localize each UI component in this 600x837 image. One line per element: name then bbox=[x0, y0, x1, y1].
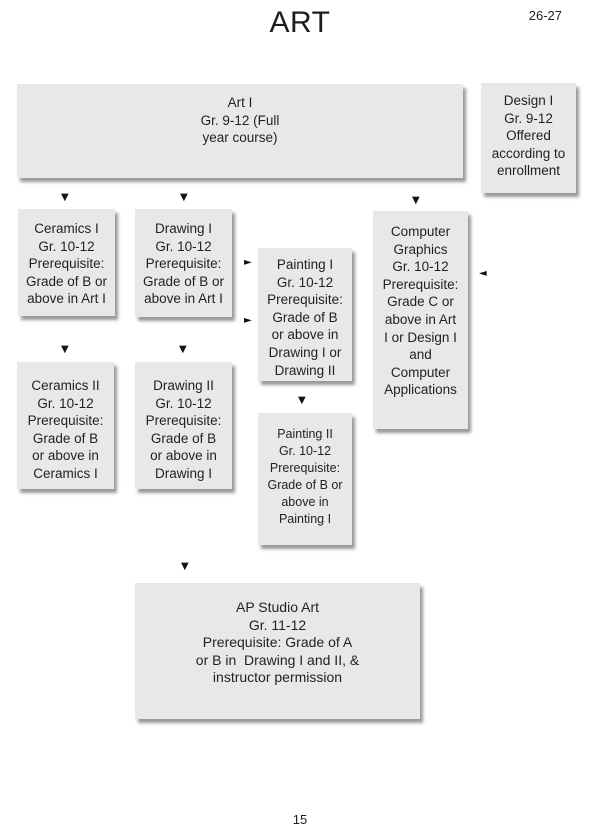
arrow-right-icon: ► bbox=[244, 257, 252, 268]
arrow-down-icon: ▼ bbox=[61, 344, 69, 355]
course-text-ap-studio-art: AP Studio Art Gr. 11-12 Prerequisite: Gr… bbox=[195, 599, 360, 686]
course-text-design-1: Design I Gr. 9-12 Offered according to e… bbox=[491, 93, 566, 179]
course-text-painting-1: Painting I Gr. 10-12 Prerequisite: Grade… bbox=[267, 257, 343, 378]
course-box-painting-2: Painting II Gr. 10-12 Prerequisite: Grad… bbox=[258, 413, 352, 545]
year-label: 26-27 bbox=[528, 8, 562, 23]
course-box-ap-studio-art: AP Studio Art Gr. 11-12 Prerequisite: Gr… bbox=[135, 583, 420, 719]
course-text-drawing-2: Drawing II Gr. 10-12 Prerequisite: Grade… bbox=[145, 378, 222, 481]
course-text-painting-2: Painting II Gr. 10-12 Prerequisite: Grad… bbox=[267, 427, 343, 526]
arrow-down-icon: ▼ bbox=[180, 192, 188, 203]
course-box-ceramics-1: Ceramics I Gr. 10-12 Prerequisite: Grade… bbox=[18, 209, 115, 316]
arrow-down-icon: ▼ bbox=[179, 344, 187, 355]
course-box-drawing-1: Drawing I Gr. 10-12 Prerequisite: Grade … bbox=[135, 209, 232, 317]
course-box-drawing-2: Drawing II Gr. 10-12 Prerequisite: Grade… bbox=[135, 362, 232, 489]
course-box-art-1: Art I Gr. 9-12 (Full year course) bbox=[17, 84, 463, 178]
course-box-ceramics-2: Ceramics II Gr. 10-12 Prerequisite: Grad… bbox=[17, 362, 114, 489]
course-text-drawing-1: Drawing I Gr. 10-12 Prerequisite: Grade … bbox=[142, 221, 225, 307]
course-text-ceramics-2: Ceramics II Gr. 10-12 Prerequisite: Grad… bbox=[27, 378, 104, 481]
arrow-left-icon: ◄ bbox=[479, 268, 487, 279]
arrow-down-icon: ▼ bbox=[412, 195, 420, 206]
course-text-ceramics-1: Ceramics I Gr. 10-12 Prerequisite: Grade… bbox=[25, 221, 108, 307]
arrow-right-icon: ► bbox=[244, 315, 252, 326]
course-text-computer-graphics: Computer Graphics Gr. 10-12 Prerequisite… bbox=[382, 224, 459, 398]
course-box-painting-1: Painting I Gr. 10-12 Prerequisite: Grade… bbox=[258, 248, 352, 381]
course-box-computer-graphics: Computer Graphics Gr. 10-12 Prerequisite… bbox=[373, 211, 468, 429]
arrow-down-icon: ▼ bbox=[298, 395, 306, 406]
arrow-down-icon: ▼ bbox=[181, 561, 189, 572]
page-title: ART bbox=[269, 6, 331, 39]
arrow-down-icon: ▼ bbox=[61, 192, 69, 203]
course-text-art-1: Art I Gr. 9-12 (Full year course) bbox=[200, 95, 280, 146]
page-number: 15 bbox=[292, 812, 308, 827]
course-box-design-1: Design I Gr. 9-12 Offered according to e… bbox=[481, 83, 576, 193]
